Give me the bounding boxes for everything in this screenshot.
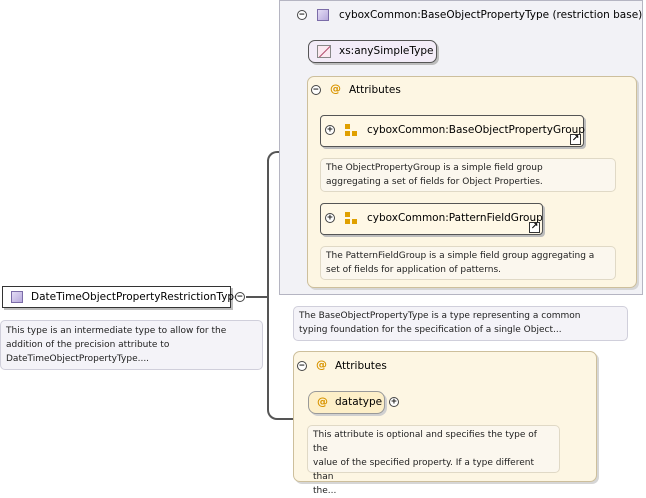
group-documentation: The PatternFieldGroup is a simple field … [320, 246, 616, 280]
attribute-at-icon: @ [330, 82, 341, 95]
attributes-collapse-icon[interactable]: − [311, 85, 321, 95]
group-doc-line-2: set of fields for application of pattern… [326, 265, 502, 275]
attributes-label: Attributes [349, 84, 401, 96]
root-type-box[interactable]: DateTimeObjectPropertyRestrictionType [2, 286, 241, 308]
simple-type-name: xs:anySimpleType [339, 45, 434, 57]
group-doc-line-2: aggregating a set of fields for Object P… [326, 177, 543, 187]
restriction-title: cyboxCommon:BaseObjectPropertyType (rest… [339, 9, 643, 21]
group-name: cyboxCommon:PatternFieldGroup [367, 212, 543, 224]
connector-trunk-v [267, 160, 269, 410]
attribute-name: datatype [335, 396, 383, 408]
restriction-doc-line-1: The BaseObjectPropertyType is a type rep… [299, 311, 581, 321]
connector-bottom-h [278, 418, 296, 420]
connector-root-h [246, 296, 268, 298]
root-doc-line-1: This type is an intermediate type to all… [6, 326, 227, 336]
group-expand-icon[interactable]: + [325, 213, 335, 223]
restriction-collapse-icon[interactable]: − [297, 10, 307, 20]
root-type-name: DateTimeObjectPropertyRestrictionType [31, 291, 241, 303]
attribute-documentation: This attribute is optional and specifies… [307, 425, 560, 496]
attribute-box[interactable]: @ datatype [308, 391, 385, 414]
attributes-collapse-icon[interactable]: − [297, 361, 307, 371]
complex-type-icon [317, 9, 329, 21]
attribute-group-icon [345, 124, 357, 136]
complex-type-icon [11, 291, 23, 303]
group-expand-icon[interactable]: + [325, 125, 335, 135]
group-doc-line-1: The ObjectPropertyGroup is a simple fiel… [326, 163, 543, 173]
attributes-label: Attributes [335, 360, 387, 372]
restriction-documentation: The BaseObjectPropertyType is a type rep… [293, 306, 628, 341]
attribute-doc-line-3: the... [313, 486, 337, 496]
simple-type-box[interactable]: xs:anySimpleType [308, 40, 437, 63]
root-doc-line-2: addition of the precision attribute to [6, 340, 170, 350]
link-arrow-icon[interactable]: ↗ [529, 222, 540, 233]
root-documentation: This type is an intermediate type to all… [0, 320, 263, 370]
restriction-doc-line-2: typing foundation for the specification … [299, 325, 562, 335]
attribute-doc-line-2: value of the specified property. If a ty… [313, 458, 534, 482]
attribute-group-box[interactable]: + cyboxCommon:BaseObjectPropertyGroup ↗ [320, 115, 585, 147]
attribute-expand-icon[interactable]: + [389, 397, 399, 407]
root-doc-line-3: DateTimeObjectPropertyType.... [6, 354, 150, 364]
connector-bottom-curve [267, 408, 279, 420]
attribute-at-icon: @ [317, 395, 328, 408]
group-doc-line-1: The PatternFieldGroup is a simple field … [326, 251, 595, 261]
connector-top-curve [267, 151, 279, 163]
group-name: cyboxCommon:BaseObjectPropertyGroup [367, 124, 585, 136]
attribute-at-icon: @ [316, 358, 327, 371]
attribute-group-box[interactable]: + cyboxCommon:PatternFieldGroup ↗ [320, 203, 543, 235]
root-collapse-icon[interactable]: − [235, 292, 245, 302]
attribute-doc-line-1: This attribute is optional and specifies… [313, 430, 537, 454]
group-documentation: The ObjectPropertyGroup is a simple fiel… [320, 158, 616, 192]
attribute-group-icon [345, 212, 357, 224]
simple-type-icon [317, 45, 331, 58]
link-arrow-icon[interactable]: ↗ [570, 134, 581, 145]
